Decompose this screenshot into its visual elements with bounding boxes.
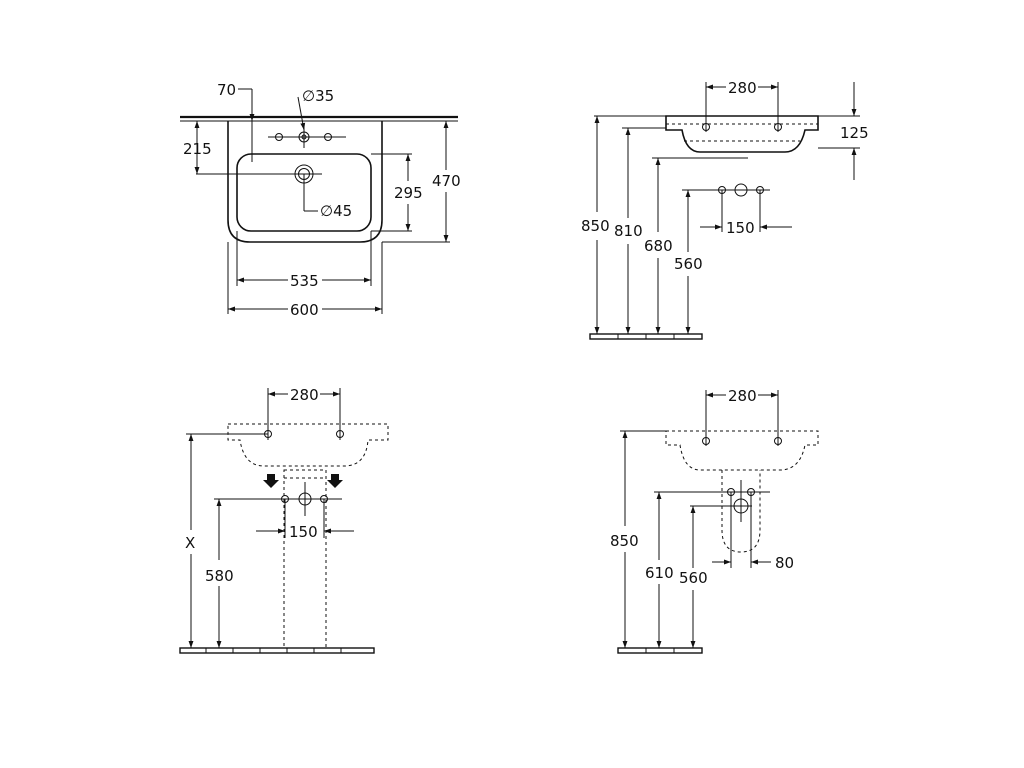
wall-line [180,115,458,122]
dim-295-label: 295 [394,184,423,202]
dim-125-label: 125 [840,124,869,142]
basin-side-outline [665,115,819,153]
dim-810-label: 810 [614,222,643,240]
supply-connections [214,482,342,538]
dim-600-label: 600 [290,301,319,319]
dim-150-label: 150 [289,523,318,541]
semi-pedestal-shroud [721,470,761,553]
dim-d35-label: ∅35 [302,87,334,105]
dim-280-label: 280 [728,387,757,405]
dim-535-label: 535 [290,272,319,290]
basin-front-outline [227,423,389,467]
dim-150-label: 150 [726,219,755,237]
dim-470-label: 470 [432,172,461,190]
down-arrows [263,474,343,488]
dim-d45-label: ∅45 [320,202,352,220]
dim-850-label: 850 [610,532,639,550]
dim-560-label: 560 [674,255,703,273]
waste-outlet [196,164,322,212]
dim-215-label: 215 [183,140,212,158]
dim-610-label: 610 [645,564,674,582]
dim-580-label: 580 [205,567,234,585]
floor-line [617,647,703,654]
dim-850-label: 850 [581,217,610,235]
tap-holes [268,126,346,148]
dim-280-label: 280 [290,386,319,404]
dim-70-label: 70 [217,81,236,99]
dim-560-label: 560 [679,569,708,587]
basin-front-outline [665,430,819,471]
floor-line [179,647,375,654]
basin-bowl [236,153,372,232]
dim-680-label: 680 [644,237,673,255]
floor-line [589,333,703,340]
side-view-wall: 280 125 150 850 810 680 [581,79,869,340]
supply-connections [654,480,770,568]
pedestal-view: 280 150 X 580 [179,386,389,654]
top-view: 70 ∅35 215 295 470 ∅45 535 600 [180,81,461,319]
dim-x-label: X [185,534,195,552]
dim-280-label: 280 [728,79,757,97]
basin-outline [227,121,383,243]
semi-pedestal-view: 280 80 850 610 560 [610,387,819,654]
dim-80-label: 80 [775,554,794,572]
